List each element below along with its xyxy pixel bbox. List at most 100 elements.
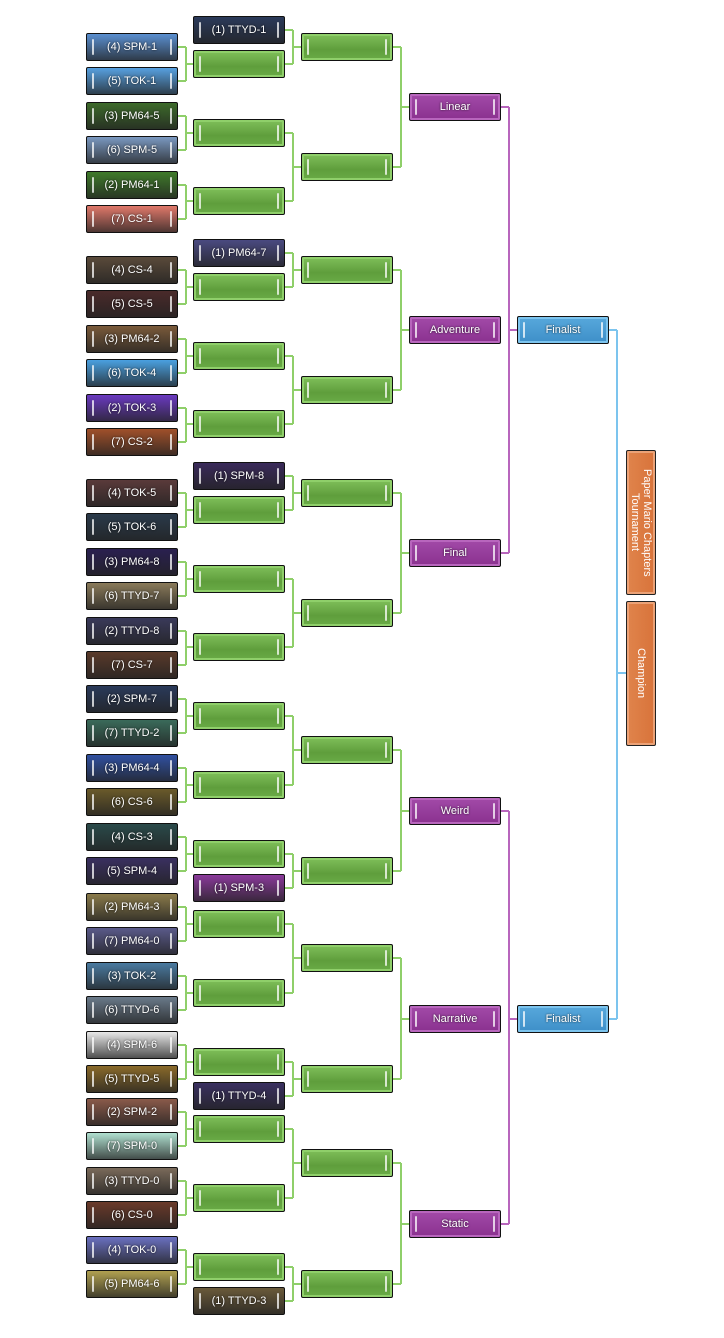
connector-line [178, 1111, 193, 1147]
entry-card[interactable]: (6) SPM-5 [86, 136, 178, 164]
region-static[interactable]: Static [409, 1210, 501, 1238]
entry-card[interactable]: (6) TOK-4 [86, 359, 178, 387]
match-slot[interactable] [193, 702, 285, 730]
entry-card[interactable]: (4) CS-3 [86, 823, 178, 851]
entry-card[interactable]: (3) PM64-8 [86, 548, 178, 576]
entry-card-label: (5) PM64-6 [104, 1278, 160, 1290]
entry-card[interactable]: (6) TTYD-6 [86, 996, 178, 1024]
entry-card[interactable]: (2) TTYD-8 [86, 617, 178, 645]
entry-card[interactable]: (2) SPM-7 [86, 685, 178, 713]
connector-line [285, 1128, 301, 1199]
entry-card[interactable]: (3) TOK-2 [86, 962, 178, 990]
entry-card[interactable]: (7) SPM-0 [86, 1132, 178, 1160]
entry-card[interactable]: (3) PM64-2 [86, 325, 178, 353]
region-final[interactable]: Final [409, 539, 501, 567]
match-slot[interactable] [193, 342, 285, 370]
entry-card[interactable]: (2) PM64-3 [86, 893, 178, 921]
entry-card[interactable]: (6) TTYD-7 [86, 582, 178, 610]
match-slot[interactable] [301, 376, 393, 404]
entry-card[interactable]: (7) PM64-0 [86, 927, 178, 955]
entry-card-label: (5) TOK-1 [107, 75, 157, 87]
top-seed-card[interactable]: (1) TTYD-1 [193, 16, 285, 44]
entry-card[interactable]: (7) CS-2 [86, 428, 178, 456]
match-slot[interactable] [193, 50, 285, 78]
champion-box[interactable]: Champion [626, 601, 656, 746]
connector-line [178, 630, 193, 666]
finalist-slot[interactable]: Finalist [517, 1005, 609, 1033]
match-slot[interactable] [193, 1115, 285, 1143]
match-slot[interactable] [301, 736, 393, 764]
entry-card[interactable]: (6) CS-0 [86, 1201, 178, 1229]
entry-card[interactable]: (7) TTYD-2 [86, 719, 178, 747]
match-slot[interactable] [193, 410, 285, 438]
match-slot[interactable] [193, 910, 285, 938]
entry-card-label: (7) CS-2 [111, 436, 153, 448]
entry-card[interactable]: (5) SPM-4 [86, 857, 178, 885]
top-seed-card[interactable]: (1) SPM-3 [193, 874, 285, 902]
entry-card-label: (6) TOK-4 [107, 367, 157, 379]
entry-card[interactable]: (5) CS-5 [86, 290, 178, 318]
region-adventure[interactable]: Adventure [409, 316, 501, 344]
match-slot[interactable] [193, 979, 285, 1007]
connector-line [178, 561, 193, 597]
top-seed-card[interactable]: (1) TTYD-3 [193, 1287, 285, 1315]
connector-line [178, 269, 193, 305]
match-slot[interactable] [301, 857, 393, 885]
top-seed-card[interactable]: (1) TTYD-4 [193, 1082, 285, 1110]
entry-card[interactable]: (3) PM64-4 [86, 754, 178, 782]
match-slot[interactable] [301, 944, 393, 972]
match-slot[interactable] [301, 1149, 393, 1177]
entry-card[interactable]: (4) CS-4 [86, 256, 178, 284]
match-slot[interactable] [193, 496, 285, 524]
finalist-slot[interactable]: Finalist [517, 316, 609, 344]
entry-card[interactable]: (4) SPM-6 [86, 1031, 178, 1059]
connector-line [178, 1180, 193, 1216]
entry-card[interactable]: (5) TTYD-5 [86, 1065, 178, 1093]
entry-card[interactable]: (7) CS-1 [86, 205, 178, 233]
connector-line [609, 329, 626, 1020]
match-slot[interactable] [301, 599, 393, 627]
entry-card[interactable]: (7) CS-7 [86, 651, 178, 679]
entry-card[interactable]: (5) TOK-1 [86, 67, 178, 95]
entry-card[interactable]: (5) PM64-6 [86, 1270, 178, 1298]
entry-card[interactable]: (3) PM64-5 [86, 102, 178, 130]
entry-card[interactable]: (2) PM64-1 [86, 171, 178, 199]
match-slot[interactable] [193, 273, 285, 301]
entry-card[interactable]: (2) TOK-3 [86, 394, 178, 422]
match-slot[interactable] [301, 479, 393, 507]
match-slot[interactable] [193, 771, 285, 799]
match-slot[interactable] [193, 633, 285, 661]
entry-card[interactable]: (5) TOK-6 [86, 513, 178, 541]
match-slot[interactable] [301, 256, 393, 284]
match-slot[interactable] [193, 1253, 285, 1281]
top-seed-card[interactable]: (1) SPM-8 [193, 462, 285, 490]
entry-card-label: (4) SPM-6 [106, 1039, 158, 1051]
connector-line [178, 492, 193, 528]
match-slot[interactable] [193, 1048, 285, 1076]
match-slot[interactable] [301, 153, 393, 181]
region-narrative[interactable]: Narrative [409, 1005, 501, 1033]
match-slot[interactable] [193, 565, 285, 593]
entry-card[interactable]: (2) SPM-2 [86, 1098, 178, 1126]
match-slot[interactable] [193, 1184, 285, 1212]
match-slot[interactable] [193, 119, 285, 147]
match-slot[interactable] [301, 1270, 393, 1298]
connector-line [393, 957, 409, 1080]
entry-card[interactable]: (4) TOK-0 [86, 1236, 178, 1264]
region-weird[interactable]: Weird [409, 797, 501, 825]
connector-line [501, 106, 517, 554]
entry-card-label: (7) TTYD-2 [104, 727, 160, 739]
entry-card[interactable]: (6) CS-6 [86, 788, 178, 816]
finalist-slot-label: Finalist [545, 1013, 581, 1025]
entry-card-label: (7) CS-1 [111, 213, 153, 225]
match-slot[interactable] [193, 840, 285, 868]
top-seed-card[interactable]: (1) PM64-7 [193, 239, 285, 267]
connector-line [178, 836, 193, 872]
entry-card[interactable]: (3) TTYD-0 [86, 1167, 178, 1195]
region-linear[interactable]: Linear [409, 93, 501, 121]
entry-card[interactable]: (4) SPM-1 [86, 33, 178, 61]
entry-card[interactable]: (4) TOK-5 [86, 479, 178, 507]
match-slot[interactable] [301, 1065, 393, 1093]
match-slot[interactable] [301, 33, 393, 61]
match-slot[interactable] [193, 187, 285, 215]
